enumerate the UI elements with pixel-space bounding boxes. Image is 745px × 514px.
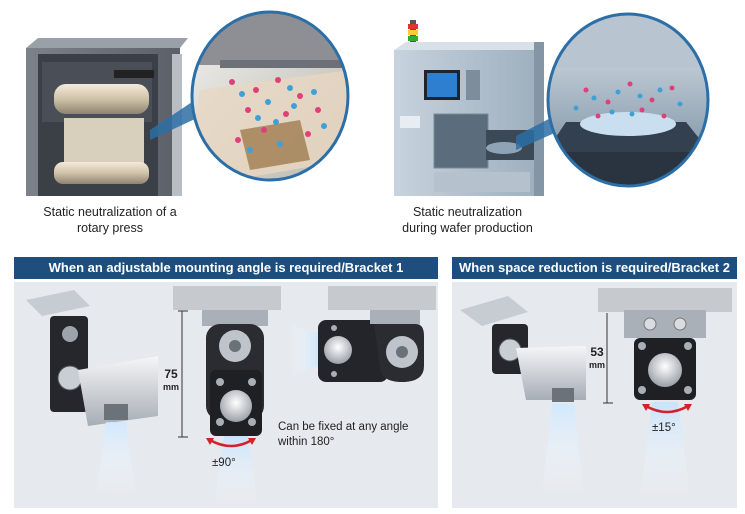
bracket1-ceiling-plate-side bbox=[328, 286, 436, 310]
bracket1-rotation-label: ±90° bbox=[212, 457, 236, 469]
bracket2-dimension-label: 53 mm bbox=[586, 346, 608, 372]
rotary-press-caption-line1: Static neutralization of a bbox=[43, 205, 177, 219]
bracket1-dimension-label: 75 mm bbox=[160, 368, 182, 394]
wafer-caption-line1: Static neutralization bbox=[412, 205, 523, 219]
bracket2-rotation-arrow bbox=[640, 402, 694, 420]
rotary-press-caption: Static neutralization of a rotary press bbox=[20, 204, 200, 236]
bracket2-rotation-label: ±15° bbox=[652, 422, 676, 434]
bracket1-front-diagram bbox=[196, 310, 286, 506]
bracket2-mount-photo bbox=[456, 288, 586, 504]
bracket1-mount-photo bbox=[18, 286, 158, 504]
bracket1-ceiling-plate bbox=[173, 286, 281, 310]
bracket1-dimension-value: 75 bbox=[164, 367, 178, 381]
wafer-zoom-circle bbox=[546, 12, 710, 188]
bracket1-note-line2: within 180° bbox=[278, 436, 335, 448]
rotary-press-caption-line2: rotary press bbox=[77, 221, 143, 235]
wafer-caption-line2: during wafer production bbox=[402, 221, 533, 235]
bracket1-rotation-arrow bbox=[204, 436, 258, 454]
bracket2-dimension-unit: mm bbox=[588, 360, 605, 370]
bracket1-note: Can be fixed at any angle within 180° bbox=[278, 420, 428, 450]
wafer-machine-illustration bbox=[394, 20, 544, 196]
bracket1-note-line1: Can be fixed at any angle bbox=[278, 421, 409, 433]
wafer-caption: Static neutralization during wafer produ… bbox=[380, 204, 555, 236]
bracket2-ceiling-plate bbox=[598, 288, 732, 312]
bracket2-dimension-value: 53 bbox=[590, 345, 604, 359]
bracket1-side-diagram bbox=[290, 306, 436, 386]
bracket2-front-diagram bbox=[620, 310, 710, 496]
bracket1-title: When an adjustable mounting angle is req… bbox=[14, 257, 438, 279]
bracket2-title: When space reduction is required/Bracket… bbox=[452, 257, 737, 279]
rotary-press-zoom-circle bbox=[190, 10, 350, 182]
bracket1-dimension-unit: mm bbox=[162, 382, 179, 392]
